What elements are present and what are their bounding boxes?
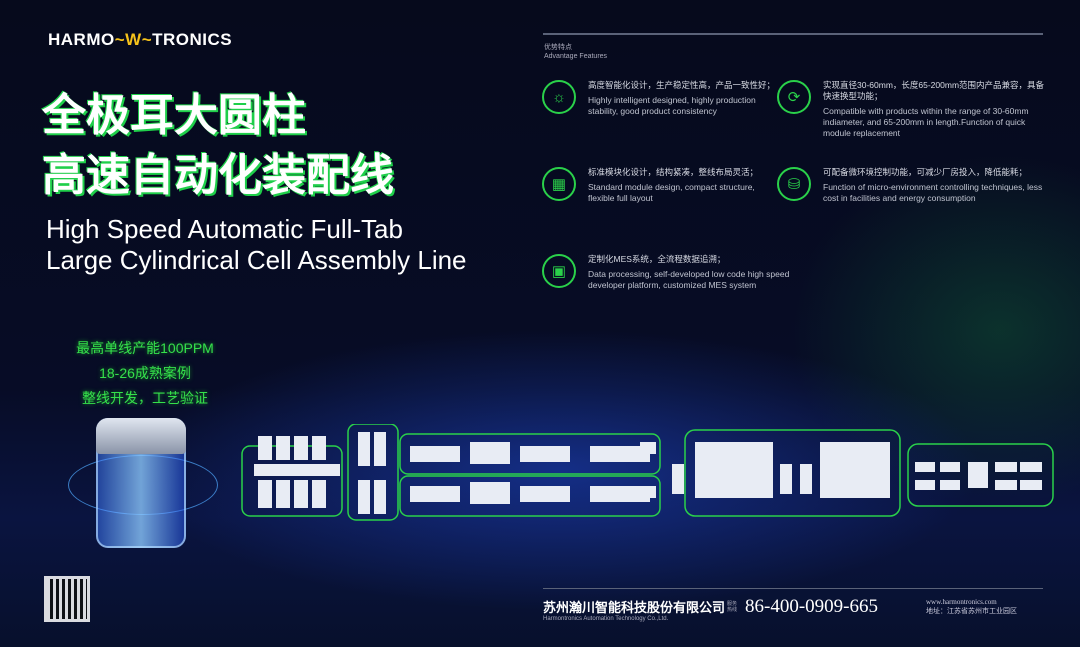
feature-item: ▣定制化MES系统，全流程数据追溯；Data processing, self-… [542,254,812,291]
brand-logo: HARMO~W~TRONICS [48,30,233,49]
database-icon: ⛁ [777,167,811,201]
refresh-icon: ⟳ [777,80,811,114]
title-cn: 全极耳大圆柱高速自动化装配线 [42,91,394,200]
feature-item: ⛁可配备微环境控制功能，可减少厂房投入，降低能耗；Function of mic… [777,167,1047,204]
qr-code [44,576,90,622]
feature-item: ▦标准模块化设计，结构紧凑，整线布局灵活；Standard module des… [542,167,782,204]
divider [543,33,1043,35]
feature-item: ☼高度智能化设计，生产稳定性高，产品一致性好；Highly intelligen… [542,80,782,117]
footer-divider [543,588,1043,589]
lightbulb-icon: ☼ [542,80,576,114]
feature-item: ⟳实现直径30-60mm，长度65-200mm范围内产品兼容，具备快速换型功能；… [777,80,1047,139]
modules-icon: ▦ [542,167,576,201]
phone-number: 86-400-0909-665 [745,596,878,617]
battery-illustration [96,418,186,548]
hotline-label: 服务热线 [727,601,738,613]
assembly-line-diagram [241,424,1054,521]
monitor-icon: ▣ [542,254,576,288]
